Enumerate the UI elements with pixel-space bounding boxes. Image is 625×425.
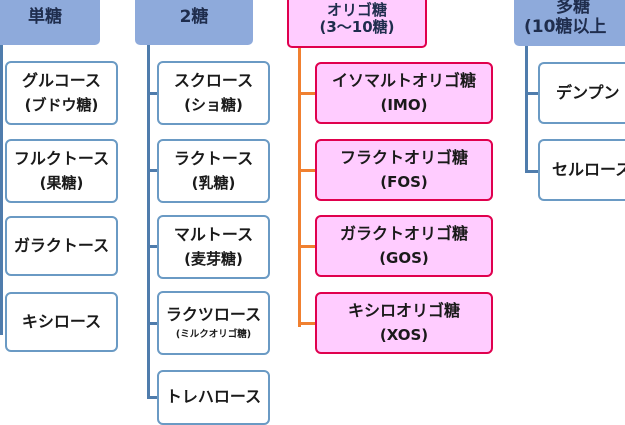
box-galactose: ガラクトース	[5, 216, 118, 276]
box-lactulose-alias: (ミルクオリゴ糖)	[175, 329, 252, 341]
box-maltose-alias: (麦芽糖)	[184, 249, 243, 268]
header-oligosaccharide: オリゴ糖 (3〜10糖)	[287, 0, 427, 48]
box-fos-name: フラクトオリゴ糖	[339, 147, 468, 167]
connector-di-branch-4	[147, 322, 159, 325]
box-gos-abbr: (GOS)	[379, 248, 429, 267]
box-lactose: ラクトース (乳糖)	[157, 139, 270, 203]
box-xos: キシロオリゴ糖 (XOS)	[315, 292, 493, 354]
connector-oligo-branch-3	[298, 245, 316, 248]
header-disaccharide: 2糖	[135, 0, 253, 45]
box-sucrose: スクロース (ショ糖)	[157, 61, 270, 125]
box-fos-abbr: (FOS)	[380, 172, 428, 191]
connector-di-branch-2	[147, 169, 159, 172]
connector-poly-vertical	[525, 46, 528, 173]
connector-di-vertical	[147, 45, 150, 398]
connector-mono-vertical	[0, 45, 3, 335]
box-lactose-alias: (乳糖)	[191, 173, 236, 192]
connector-oligo-vertical	[298, 48, 301, 327]
box-lactose-name: ラクトース	[173, 148, 254, 168]
box-xos-abbr: (XOS)	[379, 325, 429, 344]
box-galactose-name: ガラクトース	[13, 235, 110, 255]
connector-di-branch-5	[147, 396, 159, 399]
box-gos: ガラクトオリゴ糖 (GOS)	[315, 215, 493, 277]
box-glucose-alias: (ブドウ糖)	[24, 95, 99, 114]
box-lactulose-name: ラクツロース	[165, 305, 262, 325]
connector-di-branch-1	[147, 92, 159, 95]
header-polysaccharide-range: (10糖以上	[524, 17, 607, 37]
box-trehalose-name: トレハロース	[165, 387, 262, 407]
connector-poly-branch-1	[525, 92, 539, 95]
box-maltose-name: マルトース	[173, 224, 254, 244]
connector-poly-branch-2	[525, 170, 539, 173]
box-imo: イソマルトオリゴ糖 (IMO)	[315, 62, 493, 124]
box-starch: デンプン	[538, 62, 625, 124]
box-cellulose-name: セルロース	[552, 159, 625, 179]
header-oligosaccharide-label: オリゴ糖	[326, 0, 387, 19]
header-monosaccharide: 単糖	[0, 0, 100, 45]
box-imo-name: イソマルトオリゴ糖	[331, 70, 476, 90]
box-gos-name: ガラクトオリゴ糖	[339, 223, 468, 243]
header-polysaccharide-label: 多糖	[556, 0, 590, 18]
box-sucrose-alias: (ショ糖)	[184, 95, 243, 114]
box-xos-name: キシロオリゴ糖	[347, 300, 460, 320]
box-fructose: フルクトース (果糖)	[5, 139, 118, 203]
header-monosaccharide-label: 単糖	[28, 6, 62, 27]
connector-oligo-branch-4	[298, 322, 316, 325]
box-cellulose: セルロース	[538, 139, 625, 201]
box-xylose: キシロース	[5, 292, 118, 352]
box-glucose: グルコース (ブドウ糖)	[5, 61, 118, 125]
box-fructose-alias: (果糖)	[39, 173, 84, 192]
box-maltose: マルトース (麦芽糖)	[157, 215, 270, 279]
header-oligosaccharide-range: (3〜10糖)	[319, 18, 395, 36]
header-polysaccharide: 多糖 (10糖以上	[514, 0, 625, 46]
connector-di-branch-3	[147, 245, 159, 248]
box-lactulose: ラクツロース (ミルクオリゴ糖)	[157, 291, 270, 355]
connector-oligo-branch-2	[298, 169, 316, 172]
box-sucrose-name: スクロース	[173, 70, 254, 90]
box-starch-name: デンプン	[556, 82, 620, 102]
box-fructose-name: フルクトース	[13, 148, 110, 168]
box-glucose-name: グルコース	[22, 70, 101, 90]
box-xylose-name: キシロース	[21, 311, 102, 331]
connector-oligo-branch-1	[298, 92, 316, 95]
box-fos: フラクトオリゴ糖 (FOS)	[315, 139, 493, 201]
header-disaccharide-label: 2糖	[179, 6, 209, 27]
box-imo-abbr: (IMO)	[380, 95, 428, 114]
